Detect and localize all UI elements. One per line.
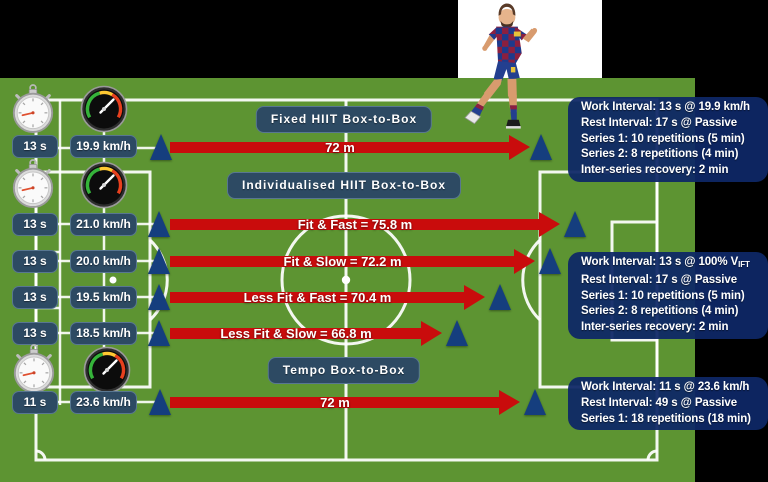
target-speed-pill: 21.0 km/h xyxy=(70,213,137,236)
info-line: Work Interval: 13 s @ 19.9 km/h xyxy=(581,101,750,113)
work-duration-pill: 13 s xyxy=(12,213,58,236)
distance-label: 72 m xyxy=(325,139,355,155)
arrow-head xyxy=(499,390,520,415)
info-line: Rest Interval: 17 s @ Passive xyxy=(581,116,737,129)
player-photo-background xyxy=(458,0,602,78)
work-duration-pill: 13 s xyxy=(12,286,58,309)
info-line: Series 1: 18 repetitions (18 min) xyxy=(581,412,751,425)
distance-label: Less Fit & Slow = 66.8 m xyxy=(220,325,372,341)
arrow-shaft xyxy=(170,219,540,230)
arrow-shaft xyxy=(170,292,465,303)
distance-arrow: 72 m xyxy=(170,390,520,415)
distance-label: Fit & Slow = 72.2 m xyxy=(283,253,402,269)
section-title-fixed-hiit: Fixed HIIT Box-to-Box xyxy=(255,106,433,133)
info-line: Work Interval: 13 s @ 100% VIFT xyxy=(581,256,750,269)
target-speed-pill: 18.5 km/h xyxy=(70,322,137,345)
info-line: Series 1: 10 repetitions (5 min) xyxy=(581,132,745,145)
cone-icon xyxy=(539,248,561,274)
arrow-head xyxy=(539,212,560,237)
arrow-shaft xyxy=(170,142,510,153)
arrow-shaft xyxy=(170,397,500,408)
info-line: Series 1: 10 repetitions (5 min) xyxy=(581,289,745,302)
arrow-shaft xyxy=(170,328,422,339)
protocol-info-box-individualised: Work Interval: 13 s @ 100% VIFT Rest Int… xyxy=(568,252,768,339)
vift-subscript: IFT xyxy=(738,260,750,269)
info-line: Rest Interval: 49 s @ Passive xyxy=(581,396,737,409)
cone-icon xyxy=(148,211,170,237)
cone-icon xyxy=(150,134,172,160)
distance-label: Less Fit & Fast = 70.4 m xyxy=(243,289,392,305)
info-line: Inter-series recovery: 2 min xyxy=(581,164,729,177)
target-speed-pill: 19.9 km/h xyxy=(70,135,137,158)
speedometer-icon xyxy=(80,85,128,133)
target-speed-pill: 19.5 km/h xyxy=(70,286,137,309)
section-title-tempo: Tempo Box-to-Box xyxy=(267,357,421,384)
info-line: Work Interval: 11 s @ 23.6 km/h xyxy=(581,381,750,393)
info-line: Rest Interval: 17 s @ Passive xyxy=(581,273,737,286)
distance-arrow: Fit & Slow = 72.2 m xyxy=(170,249,535,274)
distance-arrow: Less Fit & Fast = 70.4 m xyxy=(170,285,485,310)
arrow-head xyxy=(464,285,485,310)
protocol-info-box-tempo: Work Interval: 11 s @ 23.6 km/h Rest Int… xyxy=(568,377,768,431)
distance-arrow: Fit & Fast = 75.8 m xyxy=(170,212,560,237)
cone-icon xyxy=(149,389,171,415)
target-speed-pill: 23.6 km/h xyxy=(70,391,137,414)
protocol-info-box-fixed: Work Interval: 13 s @ 19.9 km/h Rest Int… xyxy=(568,97,768,182)
speedometer-icon xyxy=(83,346,131,394)
target-speed-pill: 20.0 km/h xyxy=(70,250,137,273)
cone-icon xyxy=(148,320,170,346)
work-duration-pill: 11 s xyxy=(12,391,58,414)
cone-icon xyxy=(530,134,552,160)
cone-icon xyxy=(489,284,511,310)
info-line: Series 2: 8 repetitions (4 min) xyxy=(581,305,739,318)
work-duration-pill: 13 s xyxy=(12,250,58,273)
info-line: Inter-series recovery: 2 min xyxy=(581,321,729,334)
stopwatch-icon xyxy=(11,343,57,395)
cone-icon xyxy=(148,248,170,274)
arrow-shaft xyxy=(170,256,515,267)
work-duration-pill: 13 s xyxy=(12,322,58,345)
arrow-head xyxy=(514,249,535,274)
arrow-head xyxy=(421,321,442,346)
work-duration-pill: 13 s xyxy=(12,135,58,158)
speedometer-icon xyxy=(80,161,128,209)
distance-arrow: Less Fit & Slow = 66.8 m xyxy=(170,321,442,346)
distance-label: Fit & Fast = 75.8 m xyxy=(297,216,413,232)
cone-icon xyxy=(564,211,586,237)
stopwatch-icon xyxy=(10,158,56,210)
info-line: Series 2: 8 repetitions (4 min) xyxy=(581,148,739,161)
cone-icon xyxy=(148,284,170,310)
cone-icon xyxy=(446,320,468,346)
cone-icon xyxy=(524,389,546,415)
arrow-head xyxy=(509,135,530,160)
distance-arrow: 72 m xyxy=(170,135,530,160)
stopwatch-icon xyxy=(10,83,56,135)
section-title-individualised-hiit: Individualised HIIT Box-to-Box xyxy=(226,172,462,199)
distance-label: 72 m xyxy=(320,394,350,410)
